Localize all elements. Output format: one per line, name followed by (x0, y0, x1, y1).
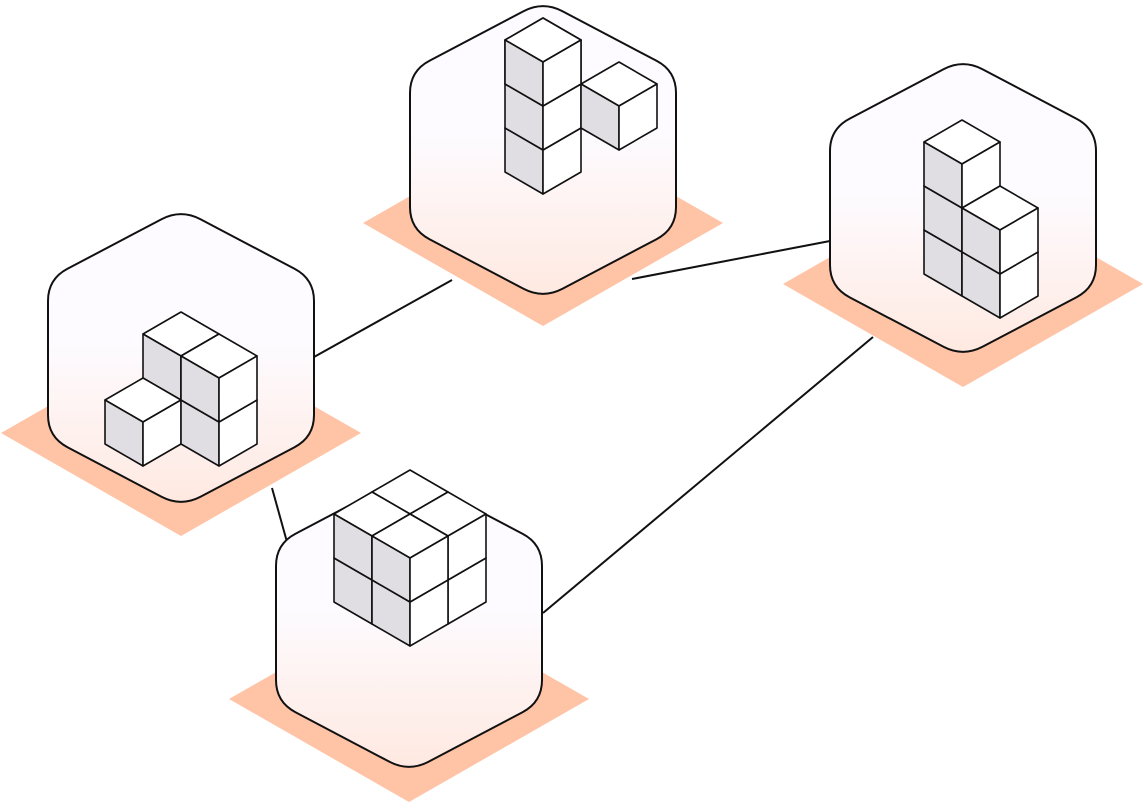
cube-right-face (218, 355, 258, 423)
cube-right-face (999, 207, 1039, 275)
cube-right-face (618, 83, 658, 151)
connector-node-left-to-node-top (313, 279, 453, 358)
node-left[interactable] (1, 213, 361, 536)
connector-node-bottom-to-node-right (542, 336, 874, 614)
node-tiles (1, 5, 1143, 802)
cube (180, 333, 258, 423)
cube-t-shape-icon (504, 17, 658, 195)
connector-lines (271, 240, 874, 614)
cube-o-shape-icon (333, 469, 487, 647)
cube (371, 513, 449, 603)
cube-right-face (542, 39, 582, 107)
node-right[interactable] (783, 63, 1143, 387)
cube (104, 377, 182, 467)
connector-node-left-to-node-bottom (271, 487, 288, 543)
cube (504, 17, 582, 107)
cube-l-shape-icon (923, 119, 1039, 319)
cube-s-shape-icon (104, 311, 258, 467)
cube (923, 119, 1001, 209)
node-top[interactable] (363, 5, 723, 326)
cube-right-face (409, 535, 449, 603)
cube (961, 185, 1039, 275)
connector-node-top-to-node-right (631, 240, 831, 280)
cube (580, 61, 658, 151)
node-bottom[interactable] (229, 469, 589, 802)
